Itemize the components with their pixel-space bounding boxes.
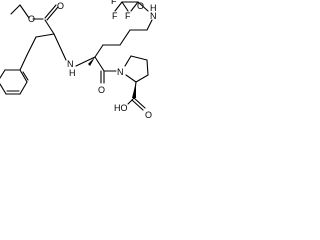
bond xyxy=(133,97,146,109)
acid-oxygen-label: O xyxy=(145,110,152,120)
bond xyxy=(146,19,153,31)
stereo-wedge xyxy=(132,82,136,98)
bond xyxy=(0,83,7,95)
fluorine-label: F xyxy=(125,11,131,21)
bond xyxy=(19,4,30,19)
ketone-oxygen-label: O xyxy=(98,85,105,95)
amide-hydrogen-label: H xyxy=(150,3,157,13)
bond xyxy=(131,99,144,111)
bond xyxy=(44,4,57,19)
bond xyxy=(125,74,137,83)
molecular-structure: O O H N O F F F N H N O HO O xyxy=(0,0,157,120)
bond xyxy=(137,1,149,12)
bond xyxy=(53,33,67,61)
bond xyxy=(114,1,123,12)
fluorine-label: F xyxy=(112,11,118,21)
bond xyxy=(127,97,135,105)
bond xyxy=(10,4,21,15)
bond xyxy=(121,1,129,12)
bond xyxy=(46,6,59,21)
amine-hydrogen-label: H xyxy=(69,68,76,78)
fluorine-label: F xyxy=(111,0,117,6)
bond xyxy=(130,55,148,61)
bond xyxy=(135,74,149,83)
atom-labels: O O H N O F F F N H N O HO O xyxy=(28,0,157,120)
bond xyxy=(26,36,37,56)
ring-nitrogen-label: N xyxy=(117,67,124,77)
bond xyxy=(94,44,104,58)
bond xyxy=(146,59,149,76)
amide-nitrogen-label: N xyxy=(150,11,157,21)
bond xyxy=(0,69,6,79)
bond xyxy=(94,56,105,72)
bond xyxy=(19,81,28,95)
amide-oxygen-label: O xyxy=(137,1,144,11)
bond xyxy=(19,54,28,71)
bond xyxy=(19,69,28,83)
ester-oxygen-label: O xyxy=(28,14,35,24)
bond xyxy=(44,19,55,35)
hydroxyl-label: HO xyxy=(114,103,128,113)
carbonyl-oxygen-label: O xyxy=(57,1,64,11)
bond xyxy=(22,71,29,81)
bond xyxy=(124,55,132,67)
bond xyxy=(130,1,139,12)
bond xyxy=(35,33,55,38)
bond xyxy=(75,56,96,67)
stereo-wedge xyxy=(88,57,95,66)
bond xyxy=(119,29,131,46)
amine-nitrogen-label: N xyxy=(67,59,74,69)
